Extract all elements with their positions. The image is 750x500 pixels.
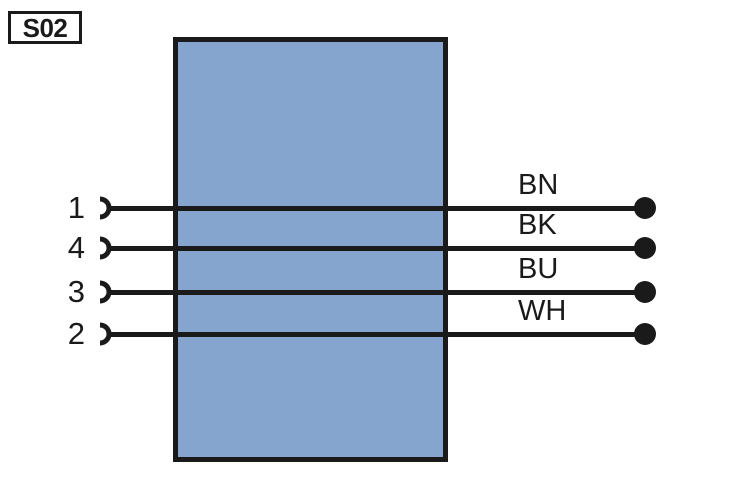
wire-code-label-WH: WH <box>518 295 567 327</box>
pin-arc-icon <box>97 236 115 260</box>
wire-line <box>110 246 645 251</box>
pin-arc-icon <box>97 196 115 220</box>
wire-code-label-BU: BU <box>518 253 559 285</box>
terminal-dot-icon <box>634 323 656 345</box>
pin-number-2: 2 <box>67 316 85 351</box>
terminal-dot-icon <box>634 197 656 219</box>
diagram-identifier-box: S02 <box>8 11 82 44</box>
terminal-dot-icon <box>634 281 656 303</box>
wire-line <box>110 206 645 211</box>
pin-number-1: 1 <box>67 190 85 225</box>
pin-arc-icon <box>97 322 115 346</box>
pin-arc-icon <box>97 280 115 304</box>
wire-line <box>110 290 645 295</box>
pin-number-3: 3 <box>67 274 85 309</box>
wire-code-label-BN: BN <box>518 169 559 201</box>
wire-line <box>110 332 645 337</box>
terminal-dot-icon <box>634 237 656 259</box>
wire-code-label-BK: BK <box>518 209 557 241</box>
diagram-identifier-label: S02 <box>22 12 68 43</box>
pin-number-4: 4 <box>67 230 85 265</box>
